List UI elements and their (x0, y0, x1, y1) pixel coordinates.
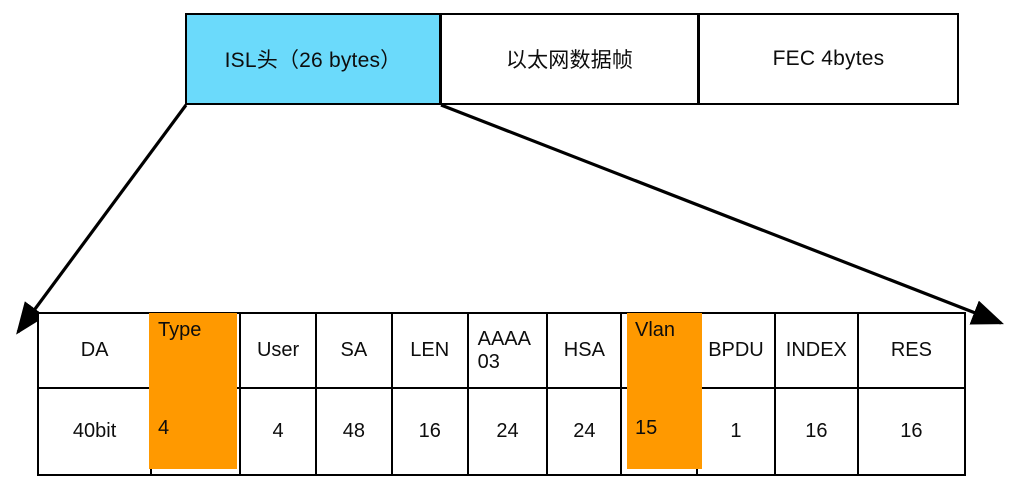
field-bits-index-text: 16 (805, 420, 828, 442)
table-row-field-bits: 40bit 4 48 16 24 24 (36, 387, 967, 476)
frame-segment-ethernet-frame: 以太网数据帧 (440, 13, 699, 105)
cell-field-name-bpdu: BPDU (696, 312, 776, 389)
field-name-user-text: User (256, 339, 300, 361)
field-bits-hsa-text: 24 (573, 420, 596, 442)
cell-field-name-sa: SA (314, 312, 393, 389)
highlight-block-vlan: Vlan 15 (627, 313, 702, 469)
cell-field-bits-res: 16 (856, 387, 967, 476)
field-bits-sa-text: 48 (342, 420, 366, 442)
field-bits-da-text: 40bit (72, 420, 117, 442)
field-bits-res-text: 16 (900, 420, 923, 442)
highlight-vlan-name: Vlan (635, 319, 676, 341)
frame-segment-isl-header: ISL头（26 bytes） (185, 13, 441, 105)
frame-segment-isl-header-label: ISL头（26 bytes） (224, 49, 402, 72)
cell-field-name-res: RES (856, 312, 967, 389)
cell-field-name-user: User (239, 312, 317, 389)
highlight-type-bits: 4 (158, 417, 170, 439)
highlight-type-name: Type (158, 319, 202, 341)
field-bits-len-text: 16 (418, 420, 441, 442)
cell-field-name-len: LEN (390, 312, 469, 389)
field-name-index-text: INDEX (785, 339, 847, 361)
cell-field-bits-aaaa03: 24 (466, 387, 549, 476)
cell-field-bits-len: 16 (390, 387, 469, 476)
field-name-len-text: LEN (410, 339, 450, 361)
cell-field-bits-bpdu: 1 (696, 387, 776, 476)
cell-field-name-index: INDEX (773, 312, 859, 389)
field-name-res-text: RES (890, 339, 932, 361)
cell-field-bits-da: 40bit (36, 387, 153, 476)
field-name-aaaa-line1: AAAA (477, 328, 531, 351)
field-name-aaaa-line2: 03 (477, 350, 500, 373)
cell-field-bits-sa: 48 (314, 387, 393, 476)
cell-field-bits-user: 4 (239, 387, 317, 476)
frame-segment-fec: FEC 4bytes (698, 13, 959, 105)
field-name-da-text: DA (80, 339, 109, 361)
field-bits-user-text: 4 (272, 420, 284, 442)
field-name-sa-text: SA (340, 339, 368, 361)
frame-segment-fec-label: FEC 4bytes (772, 47, 885, 70)
cell-field-name-da: DA (36, 312, 153, 389)
field-bits-bpdu-text: 1 (730, 420, 742, 442)
frame-segment-ethernet-frame-label: 以太网数据帧 (505, 49, 634, 72)
right-expand-arrow (440, 103, 1004, 325)
field-bits-aaaa-text: 24 (496, 420, 519, 442)
cell-field-bits-index: 16 (773, 387, 859, 476)
left-expand-arrow (16, 104, 188, 335)
highlight-block-type: Type 4 (149, 313, 237, 469)
cell-field-bits-hsa: 24 (546, 387, 623, 476)
field-name-bpdu-text: BPDU (708, 339, 764, 361)
highlight-vlan-bits: 15 (635, 417, 658, 439)
cell-field-name-hsa: HSA (546, 312, 623, 389)
cell-field-name-aaaa03: AAAA 03 (466, 312, 549, 389)
field-name-hsa-text: HSA (563, 339, 605, 361)
